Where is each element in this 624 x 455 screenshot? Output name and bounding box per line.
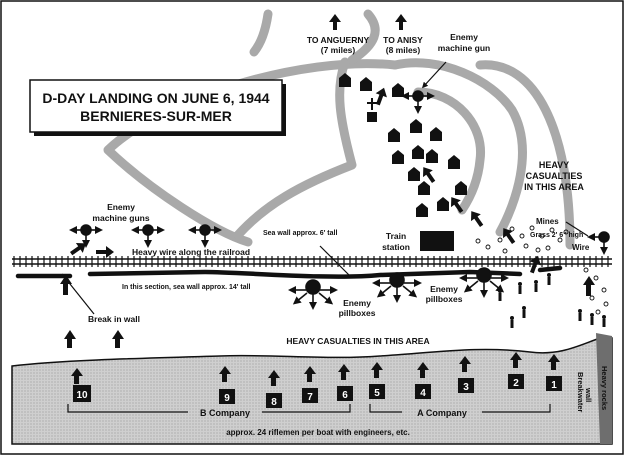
road-inner	[233, 57, 357, 240]
soldiers	[498, 273, 606, 328]
svg-text:3: 3	[463, 382, 469, 393]
mg-nest-2	[131, 224, 165, 248]
breakwater	[596, 333, 612, 444]
arrow-anguerny	[329, 14, 341, 30]
svg-text:Train: Train	[386, 231, 406, 241]
railroad	[12, 256, 612, 267]
pillboxes	[288, 267, 509, 310]
svg-text:4: 4	[420, 388, 426, 399]
road-anguerny-distance: (7 miles)	[321, 45, 356, 55]
pillbox-2	[372, 272, 422, 303]
pillbox-3	[459, 267, 509, 298]
boat-10: 10	[73, 385, 91, 402]
road-inner-loop	[413, 87, 486, 215]
map-title: D-DAY LANDING ON JUNE 6, 1944	[42, 90, 269, 106]
svg-text:Enemy: Enemy	[343, 298, 371, 308]
wire-east-label: Wire	[572, 243, 590, 252]
svg-text:Enemy: Enemy	[430, 284, 458, 294]
sea-wall	[15, 265, 563, 279]
svg-text:machine guns: machine guns	[92, 213, 149, 223]
road-anguerny	[249, 9, 273, 57]
road-anisy-label: TO ANISY	[383, 35, 423, 45]
mg-nest-3	[188, 224, 222, 248]
grass-label: Grass 2' 6" high	[530, 232, 583, 239]
advance-arrows	[60, 14, 595, 386]
b-company-label: B Company	[200, 408, 250, 418]
boat-1: 1	[546, 376, 562, 391]
svg-text:station: station	[382, 242, 410, 252]
svg-text:machine gun: machine gun	[438, 43, 490, 53]
company-brackets	[67, 404, 551, 413]
road-loop-right	[390, 58, 527, 237]
road-anisy-distance: (8 miles)	[386, 45, 421, 55]
road-anguerny-label: TO ANGUERNY	[307, 35, 370, 45]
mg-nest-1	[69, 224, 103, 248]
road-anisy	[347, 9, 380, 65]
pointer-lines	[61, 61, 589, 315]
title-box: D-DAY LANDING ON JUNE 6, 1944 BERNIERES-…	[29, 79, 286, 136]
svg-text:IN THIS AREA: IN THIS AREA	[524, 182, 584, 192]
svg-text:2: 2	[513, 378, 519, 389]
mg-nests	[69, 90, 610, 255]
boat-5: 5	[369, 384, 385, 399]
svg-text:6: 6	[342, 390, 348, 401]
mines-label: Mines	[536, 217, 559, 226]
heavy-rocks-label: Heavy rocks	[600, 366, 609, 410]
sea-wall-6-label: Sea wall approx. 6' tall	[263, 230, 337, 237]
roads	[103, 9, 575, 250]
footer-note: approx. 24 riflemen per boat with engine…	[226, 428, 410, 437]
train-station	[420, 231, 454, 251]
svg-text:Breakwater: Breakwater	[576, 372, 585, 413]
boat-4: 4	[415, 384, 431, 399]
boat-9: 9	[219, 389, 235, 404]
boat-8: 8	[266, 393, 282, 408]
mg-nest-town	[401, 90, 435, 114]
svg-text:pillboxes: pillboxes	[339, 308, 376, 318]
sea-wall-14-label: In this section, sea wall approx. 14' ta…	[122, 284, 251, 291]
svg-text:Enemy: Enemy	[107, 202, 135, 212]
svg-text:8: 8	[271, 397, 277, 408]
svg-text:9: 9	[224, 393, 230, 404]
map-subtitle: BERNIERES-SUR-MER	[80, 108, 232, 124]
road-east	[475, 60, 575, 250]
svg-text:HEAVY: HEAVY	[539, 160, 569, 170]
svg-text:5: 5	[374, 388, 380, 399]
annotations: TO ANGUERNY (7 miles) TO ANISY (8 miles)…	[88, 32, 609, 437]
minefield	[475, 225, 609, 315]
boat-7: 7	[302, 388, 318, 403]
svg-text:pillboxes: pillboxes	[426, 294, 463, 304]
beach-casualties-label: HEAVY CASUALTIES IN THIS AREA	[286, 336, 429, 346]
landing-boats: 10 9 8 7 6 5 4 3 2 1	[73, 374, 562, 408]
break-label: Break in wall	[88, 314, 140, 324]
svg-text:Enemy: Enemy	[450, 32, 478, 42]
boat-3: 3	[458, 378, 474, 393]
village-buildings	[339, 73, 467, 217]
a-company-label: A Company	[417, 408, 467, 418]
arrow-anisy	[395, 14, 407, 30]
pillbox-1	[288, 279, 338, 310]
boat-6: 6	[337, 386, 353, 401]
mg-nest-east	[587, 231, 610, 255]
boat-2: 2	[508, 374, 524, 389]
svg-text:1: 1	[551, 380, 557, 391]
road-outer-left	[103, 59, 400, 247]
svg-text:wall: wall	[584, 387, 593, 402]
svg-text:CASUALTIES: CASUALTIES	[526, 171, 583, 181]
wire-label: Heavy wire along the railroad	[132, 247, 250, 257]
svg-text:10: 10	[76, 390, 88, 401]
svg-text:7: 7	[307, 392, 313, 403]
